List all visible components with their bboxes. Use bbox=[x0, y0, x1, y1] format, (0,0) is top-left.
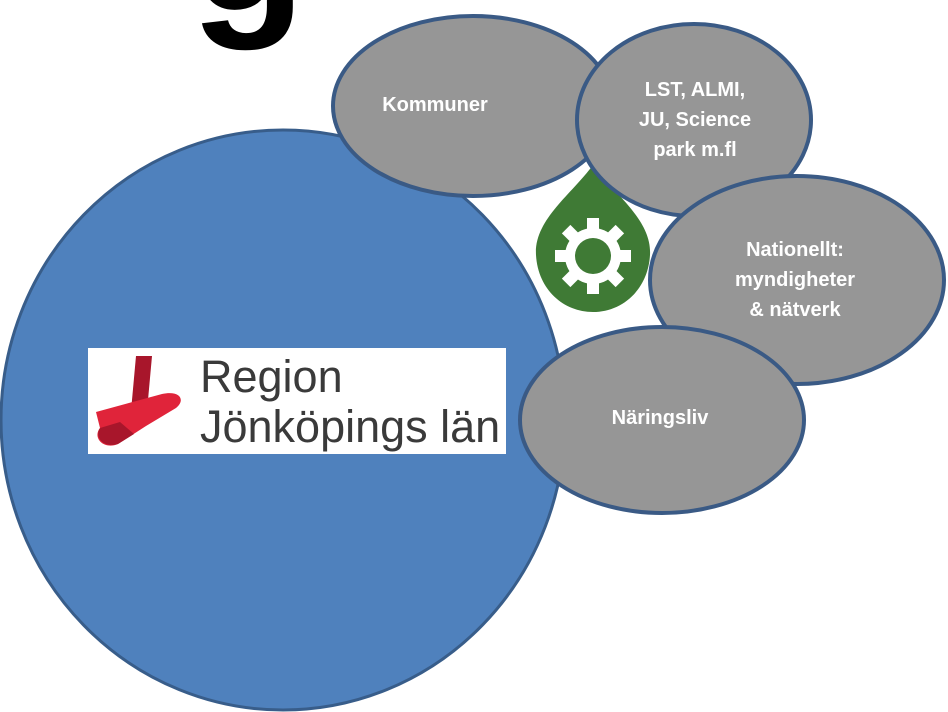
logo-line-jonkoping: Jönköpings län bbox=[200, 401, 501, 452]
bubble-label-lst: LST, ALMI, JU, Science park m.fl bbox=[638, 79, 752, 161]
region-ribbon-logo-icon bbox=[96, 356, 181, 446]
gear-drop-icon bbox=[535, 165, 651, 312]
logo-text: Region Jönköpings län bbox=[200, 352, 500, 452]
bubble-naringsliv bbox=[518, 325, 806, 515]
bubble-label-naringsliv: Näringsliv bbox=[611, 407, 709, 429]
bubble-nationellt bbox=[648, 174, 946, 386]
logo-line-region: Region bbox=[200, 351, 343, 402]
title-fragment: g bbox=[190, 0, 308, 40]
bubble-label-kommuner: Kommuner bbox=[382, 94, 488, 116]
bubble-label-nationellt: Nationellt: myndigheter & nätverk bbox=[734, 239, 856, 321]
region-logo: Region Jönköpings län bbox=[88, 348, 506, 454]
